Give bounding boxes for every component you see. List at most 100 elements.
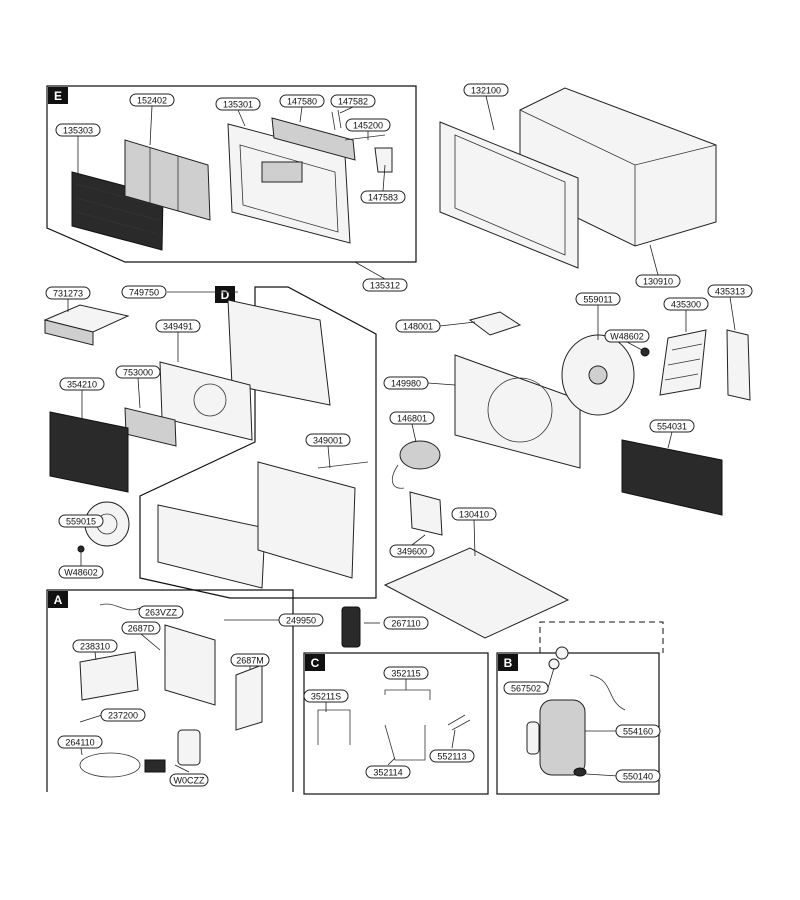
- part-callout-567502: 567502: [503, 681, 549, 695]
- part-callout-148001: 148001: [395, 319, 441, 333]
- part-number: 237200: [108, 711, 138, 721]
- air-filter-152402: [124, 139, 211, 221]
- part-number: 135312: [370, 281, 400, 291]
- section-c-frame: C: [303, 652, 489, 795]
- heater-753000: [124, 407, 177, 447]
- part-callout-435300: 435300: [663, 297, 709, 311]
- part-callout-147583: 147583: [360, 190, 406, 204]
- part-number: 352115: [391, 669, 420, 679]
- bracket-148001: [468, 311, 522, 336]
- main-pcb-2687m: [235, 664, 263, 731]
- part-number: 148001: [403, 322, 433, 332]
- part-number: 349001: [313, 436, 343, 446]
- part-callout-237200: 237200: [100, 708, 146, 722]
- part-callout-w48602b: W48602: [604, 329, 650, 343]
- part-callout-354210: 354210: [59, 377, 105, 391]
- part-callout-135303: 135303: [55, 123, 101, 137]
- part-number: 132100: [471, 86, 501, 96]
- section-b-frame: B: [496, 621, 664, 795]
- part-callout-264110: 264110: [57, 735, 103, 749]
- part-callout-146801: 146801: [389, 411, 435, 425]
- section-a-label: A: [54, 593, 63, 607]
- louver-147580: [271, 117, 356, 161]
- part-callout-435313: 435313: [707, 284, 753, 298]
- leader-lines: [67, 95, 736, 777]
- part-callout-147582: 147582: [330, 94, 376, 108]
- motor-mount-349600: [409, 491, 443, 536]
- orifice-149980: [454, 354, 581, 469]
- part-number: 435300: [671, 300, 701, 310]
- rod-145200: [344, 134, 386, 141]
- motor-146801: [391, 440, 441, 489]
- part-callout-135301: 135301: [215, 97, 261, 111]
- part-callout-130910: 130910: [635, 274, 681, 288]
- part-number: 349491: [163, 322, 193, 332]
- part-number: 264110: [65, 738, 94, 748]
- compressor-554160: [539, 699, 586, 776]
- part-number: 35211S: [311, 692, 341, 702]
- section-c-label: C: [311, 656, 320, 670]
- part-number: 130410: [459, 510, 489, 520]
- part-callout-267110: 267110: [383, 616, 429, 630]
- part-number: 559015: [66, 517, 96, 527]
- part-number: 263VZZ: [145, 608, 178, 618]
- bracket-435313: [726, 329, 751, 401]
- section-d-frame: D: [139, 286, 377, 599]
- part-callout-238310: 238310: [72, 639, 118, 653]
- part-callout-w48602a: W48602: [58, 565, 104, 579]
- tubing-352115: [384, 689, 431, 700]
- panel-349491: [159, 361, 253, 441]
- base-pan-130410: [383, 547, 570, 639]
- part-number: 2687D: [128, 624, 155, 634]
- part-number: 135303: [63, 126, 93, 136]
- tubing-35211s: [317, 709, 351, 745]
- part-number: 135301: [223, 100, 253, 110]
- part-number: 749750: [129, 288, 159, 298]
- part-number: 554160: [623, 727, 653, 737]
- power-cord-264110: [79, 752, 166, 778]
- part-callout-2687d: 2687D: [121, 621, 161, 635]
- part-callout-263vzz: 263VZZ: [138, 605, 184, 619]
- tubing-352114: [384, 724, 426, 761]
- part-callout-352114: 352114: [365, 765, 411, 779]
- part-number: 554031: [657, 422, 687, 432]
- shroud-749750: [227, 299, 331, 406]
- part-callout-559011: 559011: [575, 292, 621, 306]
- wire-b: [589, 674, 626, 711]
- part-callout-147580: 147580: [279, 94, 325, 108]
- section-e-label: E: [54, 89, 62, 103]
- part-number: 550140: [623, 772, 653, 782]
- capacitor: [177, 729, 201, 766]
- part-number: 435313: [715, 287, 745, 297]
- part-callout-130410: 130410: [451, 507, 497, 521]
- part-number: 147580: [287, 97, 317, 107]
- part-callout-349001: 349001: [305, 433, 351, 447]
- nut-w48602-right: [640, 347, 650, 357]
- clip-147582: [331, 109, 342, 131]
- part-callout-753000: 753000: [115, 365, 161, 379]
- base-tray-d: [157, 461, 356, 589]
- sensor-349001: [317, 461, 369, 469]
- part-callout-352115: 352115: [383, 666, 429, 680]
- valve-552113: [447, 714, 471, 731]
- condenser-coil-554031: [621, 439, 723, 516]
- part-callout-249950: 249950: [278, 613, 324, 627]
- part-callout-349600: 349600: [389, 544, 435, 558]
- coil-354210: [49, 411, 129, 493]
- part-callout-35211s: 35211S: [303, 689, 349, 703]
- part-number: 238310: [80, 642, 110, 652]
- part-number: 152402: [137, 96, 167, 106]
- part-number: 147583: [368, 193, 398, 203]
- part-number: 349600: [397, 547, 427, 557]
- section-a-frame: A: [46, 589, 294, 792]
- part-callout-132100: 132100: [463, 83, 509, 97]
- part-callout-559015: 559015: [58, 514, 104, 528]
- remote-267110: [341, 606, 361, 648]
- accumulator: [526, 721, 540, 755]
- front-panel-135301: [227, 123, 351, 244]
- part-number: 149980: [391, 379, 421, 389]
- part-number: 146801: [397, 414, 427, 424]
- sleeve-frame-132100: [439, 121, 579, 269]
